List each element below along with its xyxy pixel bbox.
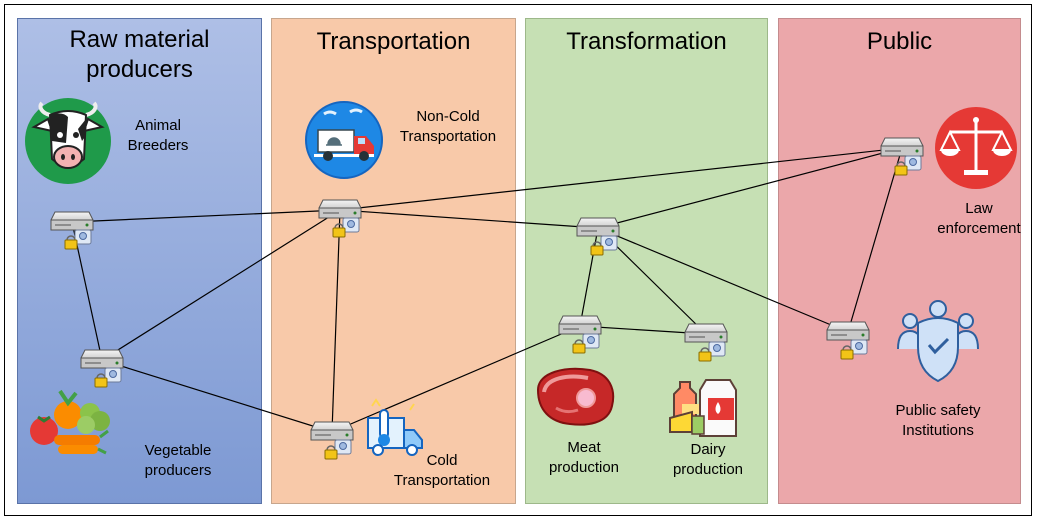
network-links [71, 147, 903, 433]
link-n1-n3 [71, 209, 341, 223]
link-n3-n4 [331, 209, 341, 433]
label-public-safety-institutions: Public safety Institutions [895, 402, 981, 439]
server-node-icon [684, 323, 728, 362]
server-node-icon [318, 199, 362, 238]
link-n3-n5 [339, 209, 599, 229]
lane-title-public: Public [866, 28, 933, 55]
meat-icon [536, 367, 615, 426]
lane-public: Public [778, 18, 1021, 504]
scales-of-justice-icon [935, 107, 1017, 189]
lane-title-transformation: Transformation [566, 28, 727, 55]
server-node-icon [50, 211, 94, 250]
link-n2-n4 [101, 359, 333, 433]
delivery-truck-icon [305, 101, 383, 179]
lane-title-raw: Raw material producers [69, 26, 210, 83]
link-n5-n6 [579, 227, 599, 327]
link-n8-n9 [847, 147, 903, 333]
server-node-icon [80, 349, 124, 388]
safety-shield-people-icon [897, 300, 979, 383]
link-n5-n8 [597, 147, 903, 229]
link-n2-n3 [101, 209, 341, 361]
server-node-icon [310, 421, 354, 460]
link-n5-n9 [597, 227, 849, 333]
label-cold-transportation: Cold Transportation [393, 452, 491, 489]
cold-truck-icon [367, 398, 423, 456]
network-nodes [50, 137, 924, 460]
link-n6-n4 [331, 325, 581, 433]
vegetables-icon [30, 389, 110, 455]
link-n3-n8 [339, 147, 903, 211]
label-meat-production: Meat production [548, 439, 620, 476]
server-node-icon [576, 217, 620, 256]
server-node-icon [826, 321, 870, 360]
cow-icon [25, 98, 111, 184]
label-animal-breeders: Animal Breeders [127, 117, 189, 154]
server-node-icon [880, 137, 924, 176]
label-law-enforcement: Law enforcement [937, 200, 1021, 237]
lane-title-transportation: Transportation [316, 28, 471, 55]
label-non-cold-transportation: Non-Cold Transportation [399, 108, 497, 145]
dairy-icon [669, 379, 737, 437]
label-vegetable-producers: Vegetable producers [144, 442, 212, 479]
label-dairy-production: Dairy production [672, 441, 744, 478]
server-node-icon [558, 315, 602, 354]
